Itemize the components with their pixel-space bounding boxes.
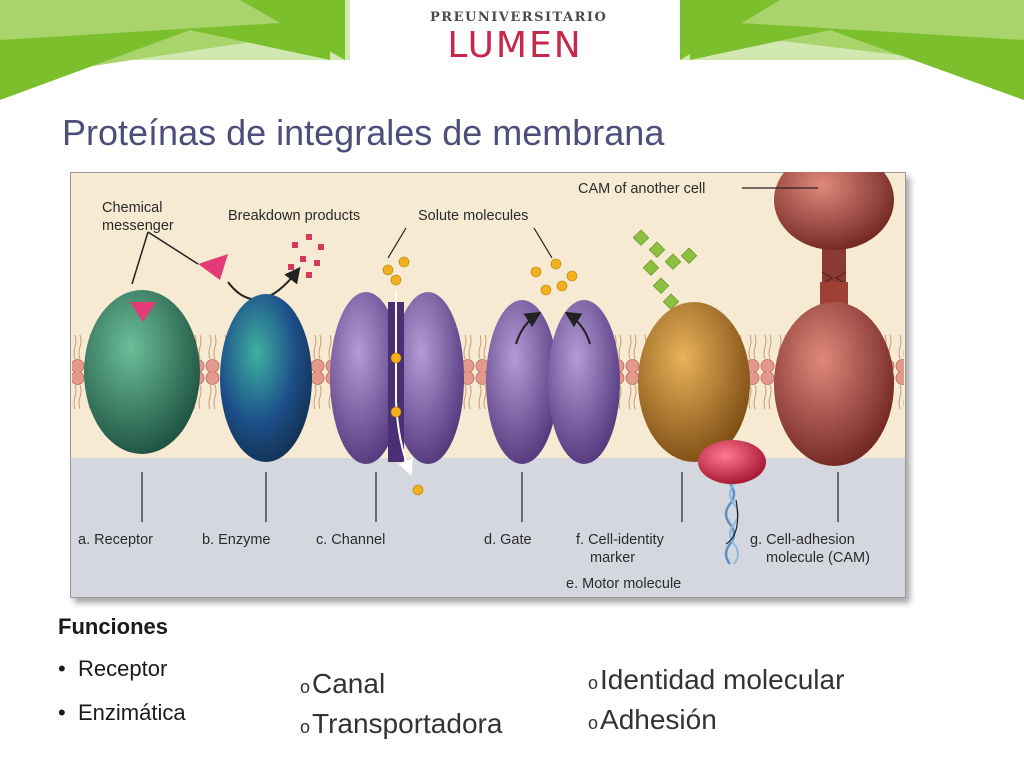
list-item: • Enzimática xyxy=(58,700,186,744)
circle-bullet-icon: o xyxy=(300,717,311,737)
list-item-label: Transportadora xyxy=(312,708,503,739)
list-item: • Receptor xyxy=(58,656,186,700)
label-solute-molecules: Solute molecules xyxy=(418,208,528,224)
label-motor-molecule: e. Motor molecule xyxy=(566,576,681,592)
circle-bullet-icon: o xyxy=(588,673,599,693)
motor-protein xyxy=(698,440,766,484)
list-item-label: Identidad molecular xyxy=(600,664,845,695)
banner-dark-left xyxy=(0,20,330,100)
label-gate: d. Gate xyxy=(484,532,532,548)
banner-dark-right xyxy=(690,20,1024,100)
label-cell-adhesion-2: molecule (CAM) xyxy=(766,550,870,566)
list-item: oCanal xyxy=(300,668,502,708)
carbohydrate-chain-icon xyxy=(632,229,698,310)
cytoplasm-region xyxy=(70,458,906,598)
logo-big-text: LUMEN xyxy=(447,25,583,66)
gate-solute-molecules xyxy=(530,258,578,296)
motor-filament xyxy=(724,483,736,565)
label-chemical-messenger-2: messenger xyxy=(102,218,174,234)
enzyme-protein xyxy=(220,294,312,462)
membrane-diagram: Chemical messenger Breakdown products So… xyxy=(70,172,906,598)
gate-arrow-right xyxy=(564,311,591,345)
messenger-pointer-line xyxy=(131,231,199,285)
label-breakdown-products: Breakdown products xyxy=(228,208,360,224)
membrane-diagram-svg: Chemical messenger Breakdown products So… xyxy=(70,172,906,598)
channel-solute-molecules xyxy=(382,256,424,496)
label-cam-another-cell: CAM of another cell xyxy=(578,181,705,197)
motor-filament-2 xyxy=(729,483,739,565)
bullet-icon: • xyxy=(58,700,66,725)
list-item: oTransportadora xyxy=(300,708,502,748)
chemical-messenger-icon xyxy=(198,254,228,280)
list-item-label: Canal xyxy=(312,668,386,699)
list-item-label: Adhesión xyxy=(600,704,717,735)
functions-list-left: • Receptor • Enzimática xyxy=(58,656,186,744)
breakdown-products-icon xyxy=(288,234,324,278)
gate-subunit-right xyxy=(548,300,620,464)
gate-arrow-left xyxy=(515,311,542,345)
cam-protein xyxy=(774,302,894,466)
channel-subunit-left xyxy=(330,292,402,464)
banner-dark-left-2 xyxy=(240,0,345,60)
list-item: oAdhesión xyxy=(588,704,844,744)
circle-bullet-icon: o xyxy=(588,713,599,733)
label-cell-identity-2: marker xyxy=(590,550,635,566)
diagram-border xyxy=(70,172,906,598)
top-banner xyxy=(0,0,1024,100)
channel-flow-arrow xyxy=(395,292,413,476)
page-title: Proteínas de integrales de membrana xyxy=(62,112,665,153)
cell-identity-protein xyxy=(638,302,750,462)
banner-dark-right-2 xyxy=(680,0,780,60)
receptor-binding-site-icon xyxy=(130,302,156,322)
gate-subunit-left xyxy=(486,300,558,464)
lumen-logo: PREUNIVERSITARIO LUMEN xyxy=(430,10,608,66)
label-enzyme: b. Enzyme xyxy=(202,532,271,548)
list-item: oIdentidad molecular xyxy=(588,664,844,704)
functions-heading: Funciones xyxy=(58,614,169,639)
label-cell-identity-1: f. Cell-identity xyxy=(576,532,665,548)
bullet-icon: • xyxy=(58,656,66,681)
logo-small-text: PREUNIVERSITARIO xyxy=(430,10,608,25)
functions-list-middle: oCanal oTransportadora xyxy=(300,668,502,748)
label-cell-adhesion-1: g. Cell-adhesion xyxy=(750,532,855,548)
list-item-label: Enzimática xyxy=(78,700,186,725)
label-channel: c. Channel xyxy=(316,532,385,548)
receptor-protein xyxy=(84,290,200,454)
label-chemical-messenger-1: Chemical xyxy=(102,200,162,216)
label-pointer-lines xyxy=(141,187,839,545)
label-receptor: a. Receptor xyxy=(78,532,153,548)
cam-another-cell xyxy=(774,172,894,250)
channel-subunit-right xyxy=(392,292,464,464)
list-item-label: Receptor xyxy=(78,656,168,681)
circle-bullet-icon: o xyxy=(300,677,311,697)
functions-list-right: oIdentidad molecular oAdhesión xyxy=(588,664,844,744)
